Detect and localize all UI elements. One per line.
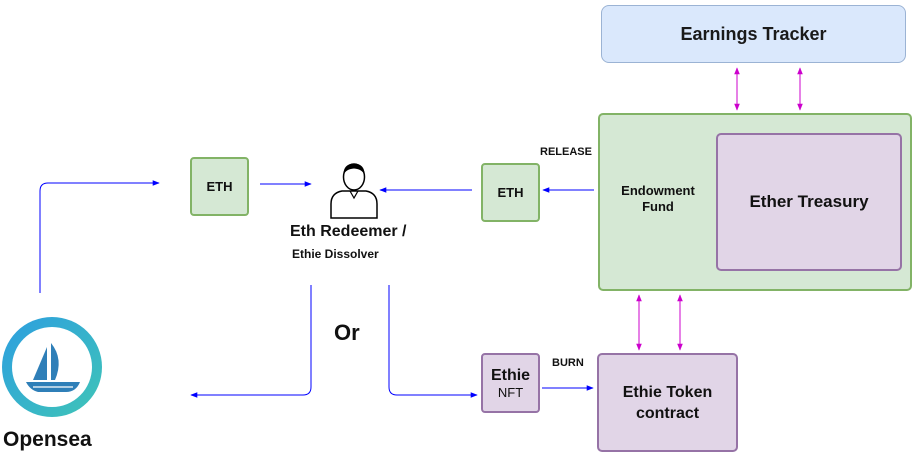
eth-box-left: ETH — [190, 157, 249, 216]
burn-label: BURN — [552, 357, 584, 369]
ether-treasury-box: Ether Treasury — [716, 133, 902, 271]
nft-label: NFT — [497, 384, 524, 400]
ethie-dissolver-label: Ethie Dissolver — [292, 247, 379, 261]
ethie-nft-box: Ethie NFT — [481, 353, 540, 413]
user-icon — [330, 163, 378, 219]
ethie-token-contract-box: Ethie Token contract — [597, 353, 738, 452]
eth-right-label: ETH — [497, 185, 524, 200]
edge-redeemer-to-opensea — [190, 285, 312, 398]
endowment-fund-label: Endowment Fund — [621, 183, 695, 214]
ethie-label: Ethie — [490, 366, 531, 384]
release-label: RELEASE — [540, 146, 592, 158]
earnings-tracker-box: Earnings Tracker — [601, 5, 906, 63]
earnings-tracker-label: Earnings Tracker — [680, 23, 827, 44]
or-label: Or — [334, 320, 360, 345]
ethie-token-contract-label: Ethie Token contract — [622, 383, 713, 422]
opensea-label: Opensea — [3, 428, 92, 451]
edge-opensea-to-eth — [39, 180, 160, 293]
eth-box-right: ETH — [481, 163, 540, 222]
eth-left-label: ETH — [206, 179, 233, 194]
eth-redeemer-label: Eth Redeemer / — [290, 223, 407, 240]
opensea-logo-icon — [2, 317, 102, 417]
ether-treasury-label: Ether Treasury — [749, 192, 869, 211]
edge-redeemer-to-ethie — [388, 285, 478, 398]
